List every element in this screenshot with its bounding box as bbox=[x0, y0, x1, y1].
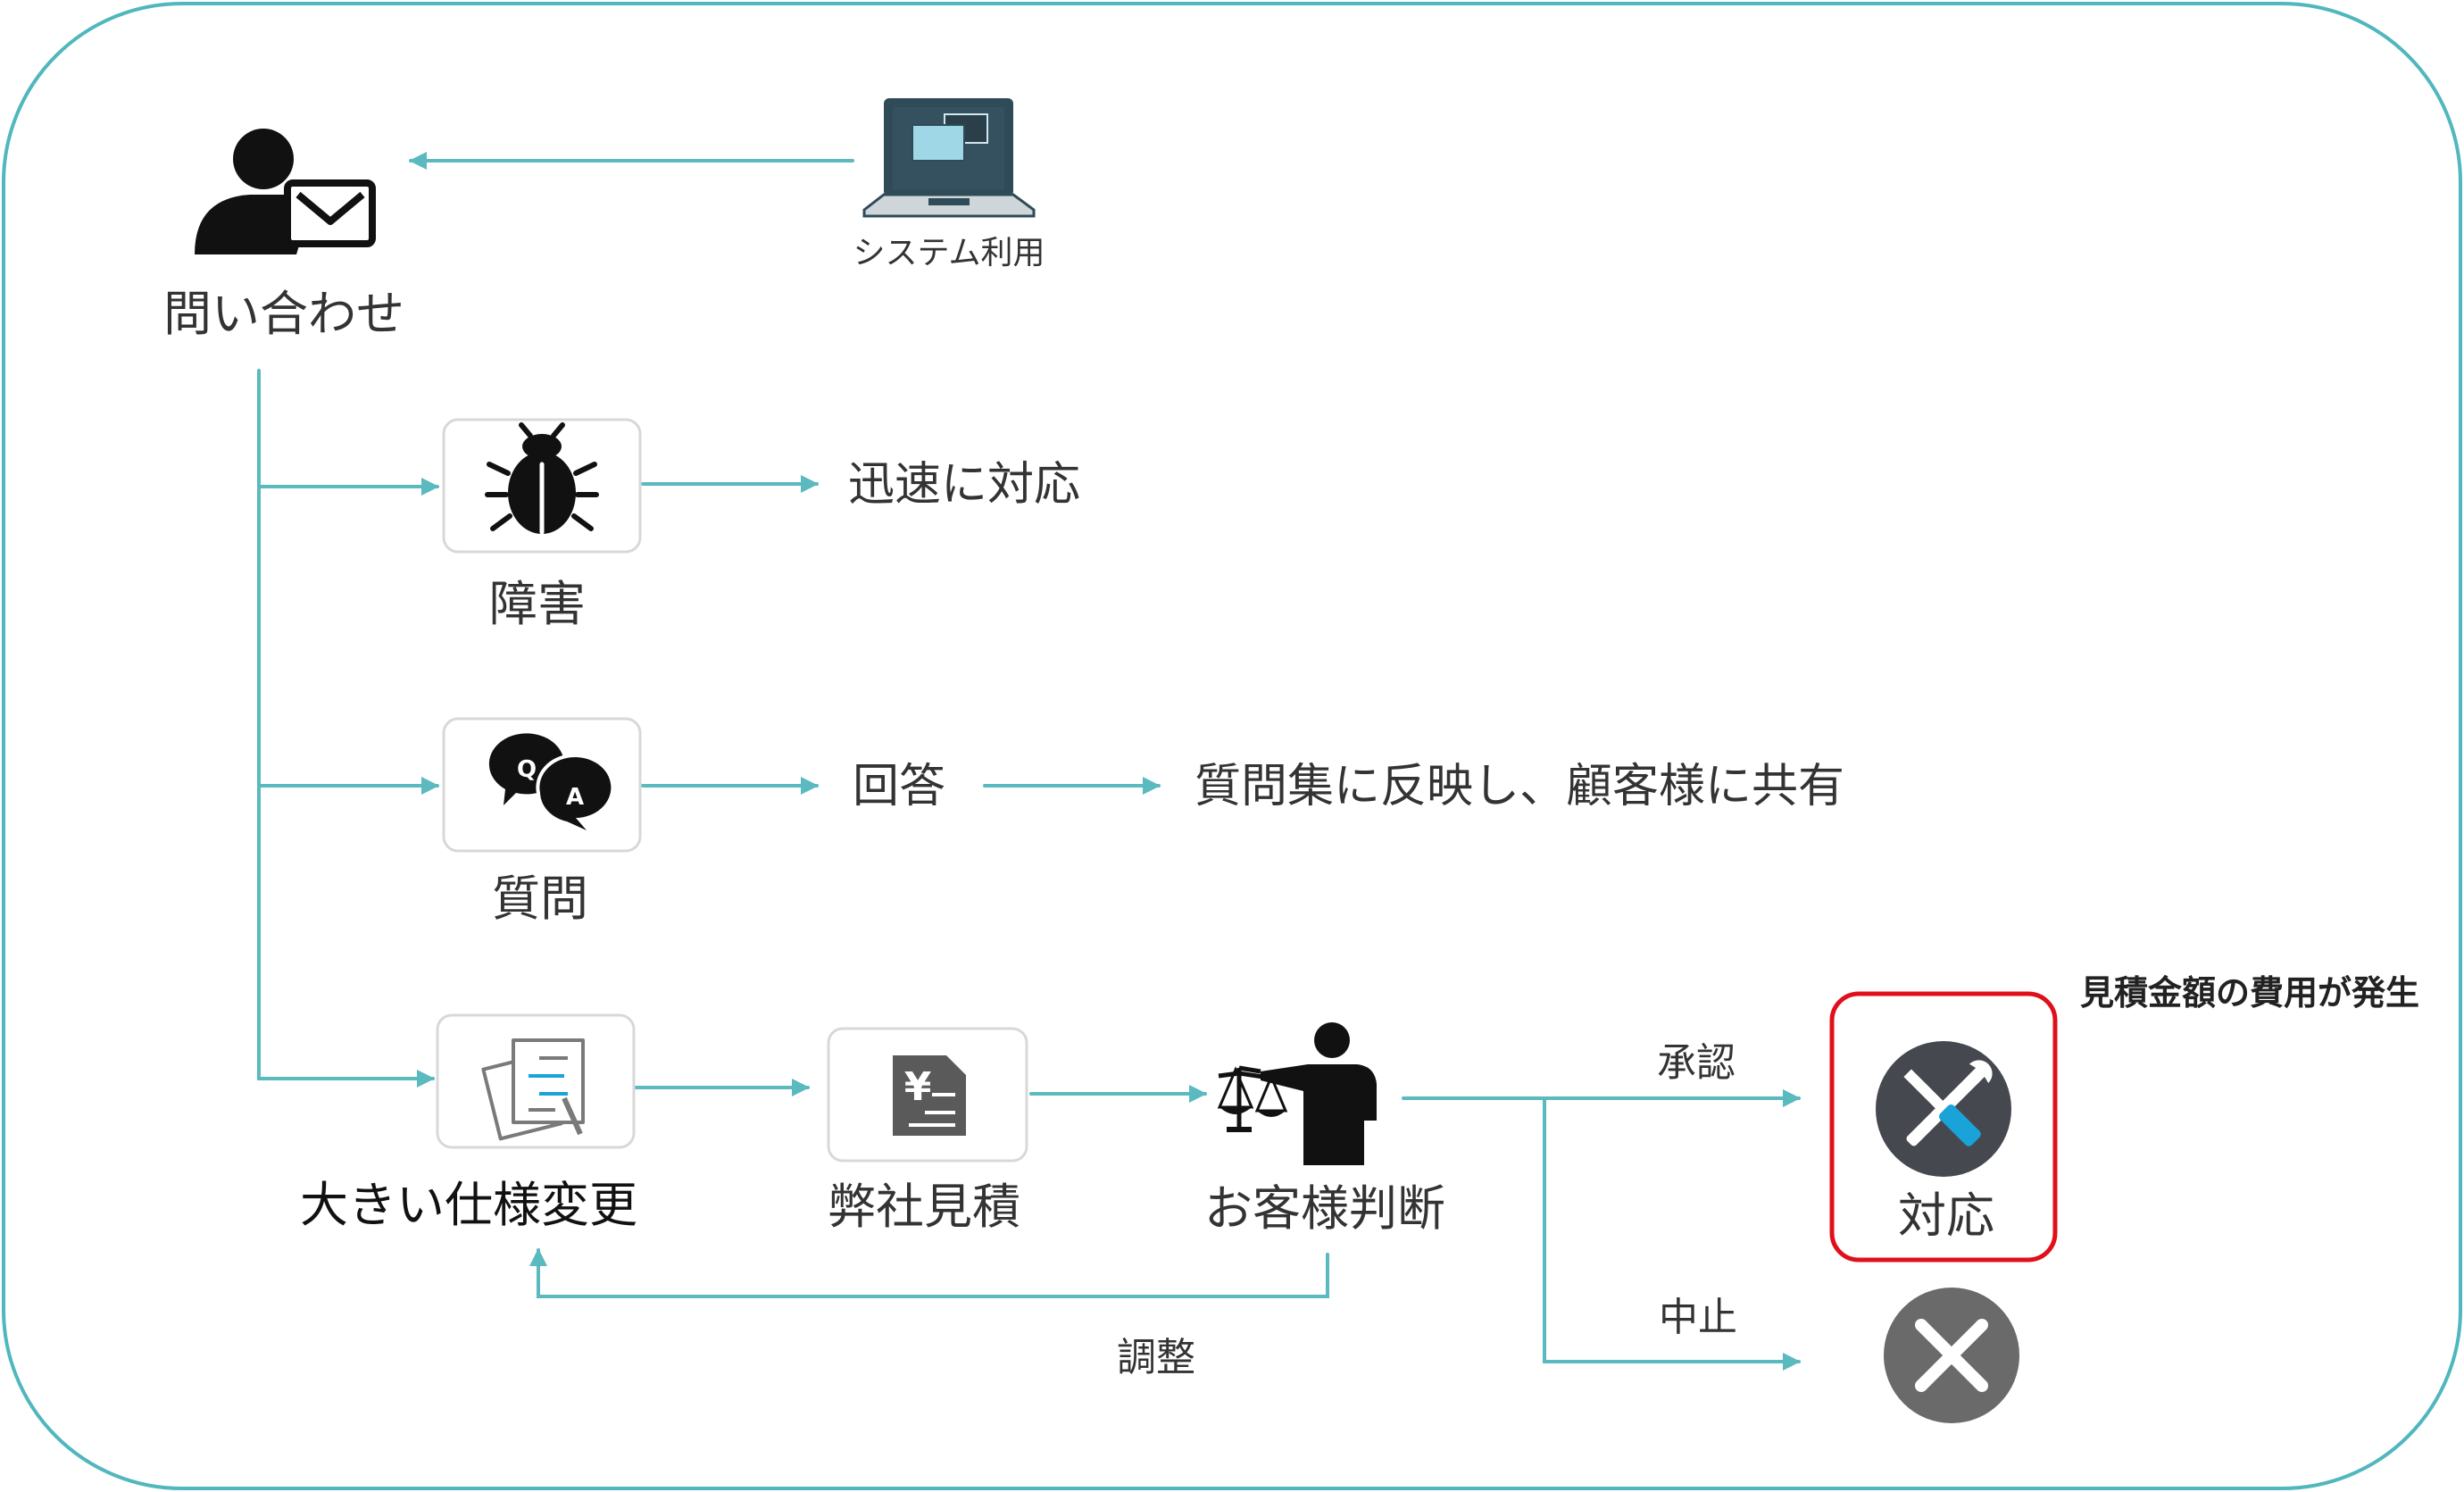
trunk-line bbox=[257, 369, 435, 1088]
cost-note-label: 見積金額の費用が発生 bbox=[2080, 973, 2419, 1013]
yen-document-icon: ¥ bbox=[893, 1055, 966, 1136]
arrow-adjust-loop bbox=[529, 1248, 1329, 1298]
bug-icon bbox=[485, 422, 599, 535]
respond-label: 対応 bbox=[1898, 1188, 1994, 1244]
spec-change-label: 大きい仕様変更 bbox=[300, 1177, 637, 1233]
system-use-label: システム利用 bbox=[853, 235, 1045, 271]
customer-judgment-label: お客様判断 bbox=[1204, 1180, 1445, 1237]
estimate-label: 弊社見積 bbox=[828, 1179, 1020, 1235]
judge-scale-icon bbox=[1217, 1022, 1377, 1165]
answer-result-label: 質問集に反映し、顧客様に共有 bbox=[1195, 760, 1844, 813]
answer-label: 回答 bbox=[853, 760, 945, 813]
svg-text:¥: ¥ bbox=[904, 1064, 932, 1110]
inquiry-label: 問い合わせ bbox=[163, 286, 404, 342]
question-label: 質問 bbox=[492, 871, 588, 927]
close-icon bbox=[1884, 1288, 2019, 1423]
tools-icon bbox=[1876, 1041, 2011, 1177]
approve-label: 承認 bbox=[1657, 1040, 1736, 1086]
laptop-icon bbox=[862, 98, 1036, 218]
qa-bubbles-icon: Q A bbox=[488, 733, 615, 834]
svg-text:Q: Q bbox=[517, 756, 537, 783]
arrow-judge-to-cancel bbox=[1543, 1096, 1801, 1371]
document-edit-icon bbox=[481, 1038, 585, 1141]
svg-text:A: A bbox=[566, 784, 584, 811]
connectors bbox=[257, 152, 1801, 1371]
person-mail-icon bbox=[195, 129, 376, 254]
cancel-label: 中止 bbox=[1659, 1295, 1737, 1340]
bug-label: 障害 bbox=[489, 576, 586, 632]
adjust-label: 調整 bbox=[1117, 1335, 1195, 1380]
bug-result-label: 迅速に対応 bbox=[848, 458, 1080, 512]
